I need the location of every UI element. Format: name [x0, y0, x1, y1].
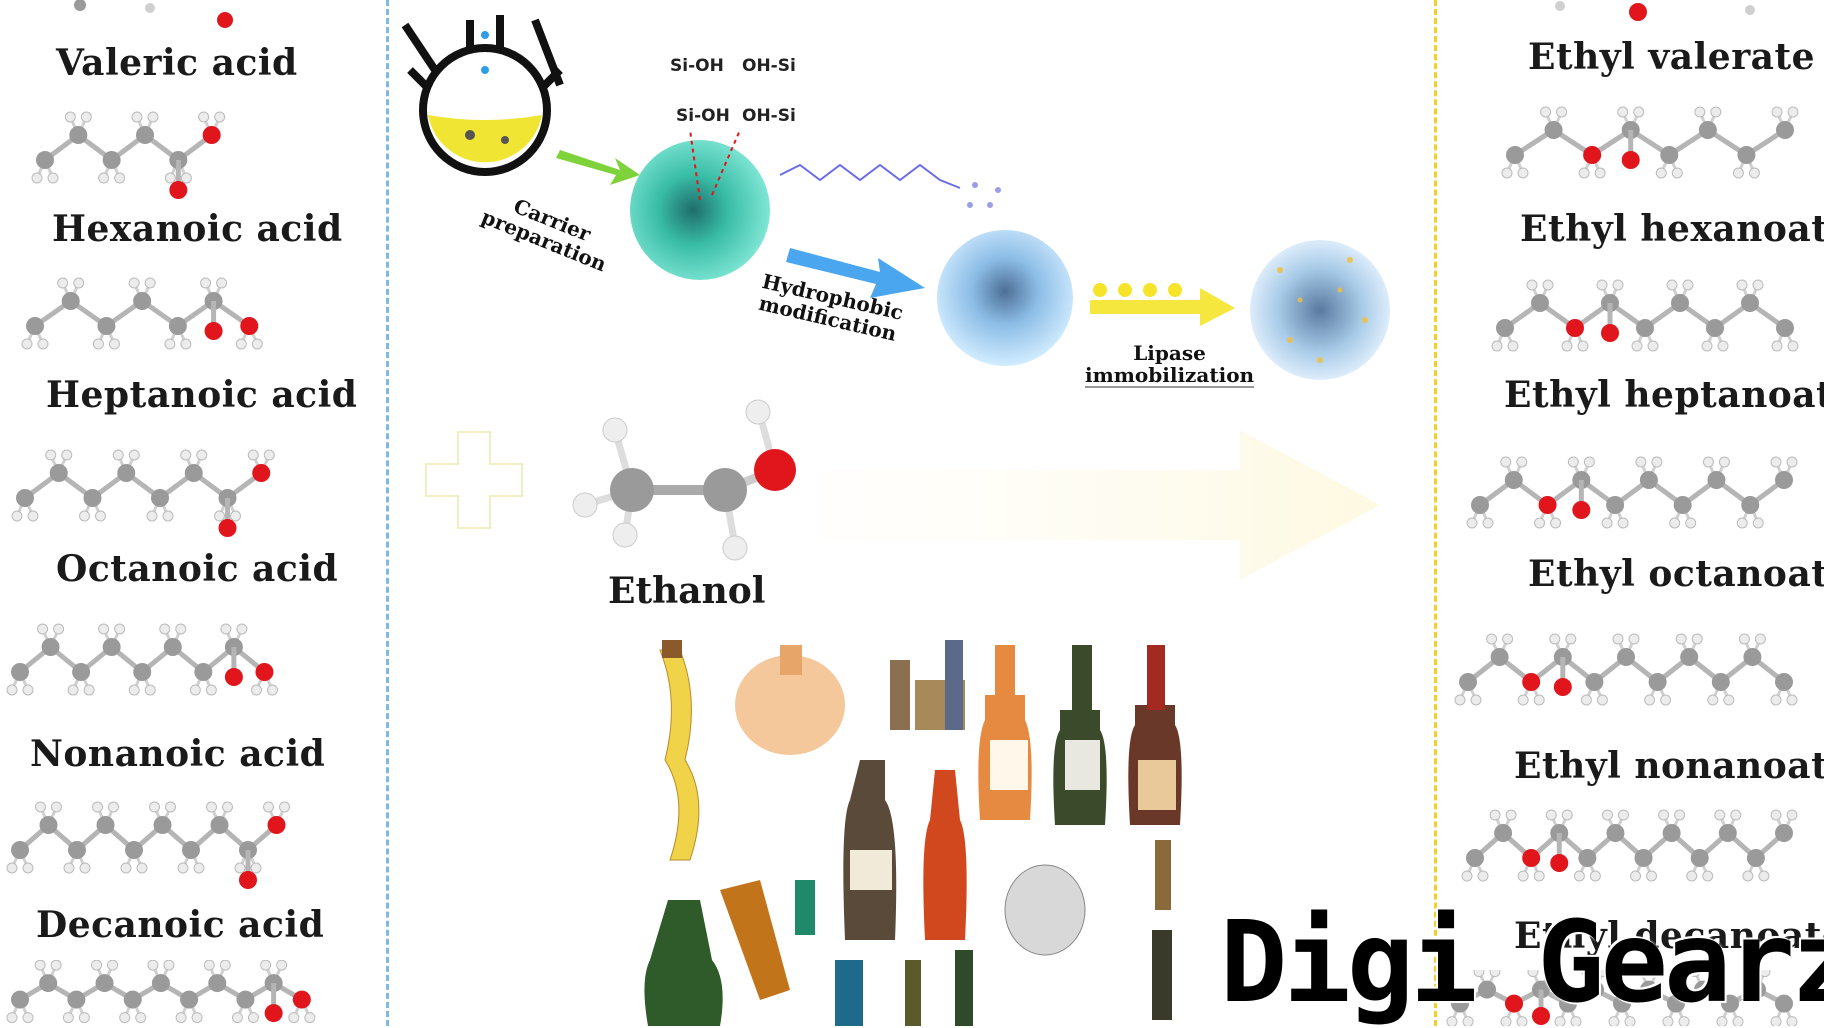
ethanol-label: Ethanol: [608, 570, 766, 612]
step3-line1: Lipase: [1133, 341, 1206, 365]
acid-label-decanoic: Decanoic acid: [36, 904, 325, 946]
beverage-bottles-image: [644, 640, 1182, 1026]
arrow-hydrophobic-modification: [786, 248, 925, 298]
ester-label-octanoate: Ethyl octanoate: [1528, 553, 1824, 595]
silanol-label-1: Si-OH: [670, 56, 724, 76]
acid-column: Valeric acid Hexanoic acid Heptanoic aci…: [0, 0, 388, 1026]
acid-molecule-top-partial: [74, 0, 233, 28]
ester-molecule-nonanoate: [1454, 633, 1798, 706]
watermark-logo: Digi Gearz: [1220, 898, 1824, 1028]
acid-molecule-hexanoic: [31, 111, 226, 199]
ester-molecule-top-partial: [1555, 1, 1755, 21]
ester-column: Ethyl valerate Ethyl hexanoate Ethyl hep…: [1440, 0, 1824, 1026]
acid-molecule-nonanoic: [6, 623, 278, 696]
ester-molecule-decanoate: [1461, 809, 1798, 882]
ester-molecule-hexanoate: [1501, 106, 1799, 179]
ester-molecule-heptanoate: [1491, 279, 1799, 352]
acid-molecule-bottom-partial: [6, 960, 316, 1024]
step3-line2: immobilization: [1085, 363, 1255, 388]
ester-molecule-octanoate: [1466, 456, 1798, 529]
ester-molecule-bottom-partial: [1446, 970, 1798, 1026]
immobilized-lipase-sphere: [1250, 240, 1390, 380]
ester-label-valerate: Ethyl valerate: [1528, 36, 1816, 78]
reaction-arrow: [820, 430, 1380, 580]
flask-icon: [401, 15, 564, 176]
acid-label-octanoic: Octanoic acid: [56, 548, 339, 590]
ester-label-heptanoate: Ethyl heptanoate: [1504, 374, 1824, 416]
acid-molecule-octanoic: [11, 449, 275, 537]
ethanol-molecule: [572, 399, 796, 561]
ester-label-hexanoate: Ethyl hexanoate: [1520, 208, 1824, 250]
arrow-carrier-preparation: [556, 150, 640, 185]
ester-label-nonanoate: Ethyl nonanoate: [1514, 745, 1824, 787]
modified-sphere: [937, 230, 1073, 366]
ester-label-decanoate: Ethyl decanoate: [1514, 915, 1824, 957]
carrier-sphere: [630, 140, 770, 280]
acid-molecule-heptanoic: [21, 277, 263, 350]
right-divider: [1434, 0, 1437, 1026]
acid-label-valeric: Valeric acid: [56, 42, 298, 84]
left-divider: [386, 0, 389, 1026]
silanol-label-2: OH-Si: [742, 56, 796, 76]
acid-molecule-decanoic: [6, 801, 290, 889]
acid-label-nonanoic: Nonanoic acid: [30, 733, 326, 775]
plus-sign-icon: [425, 431, 523, 529]
arrow-lipase-immobilization: [1090, 283, 1235, 326]
acid-label-hexanoic: Hexanoic acid: [52, 208, 343, 250]
acid-label-heptanoic: Heptanoic acid: [46, 374, 358, 416]
silanol-label-4: OH-Si: [742, 106, 796, 126]
silanol-label-3: Si-OH: [676, 106, 730, 126]
step-label-lipase-immobilization: Lipase immobilization: [1085, 341, 1255, 388]
